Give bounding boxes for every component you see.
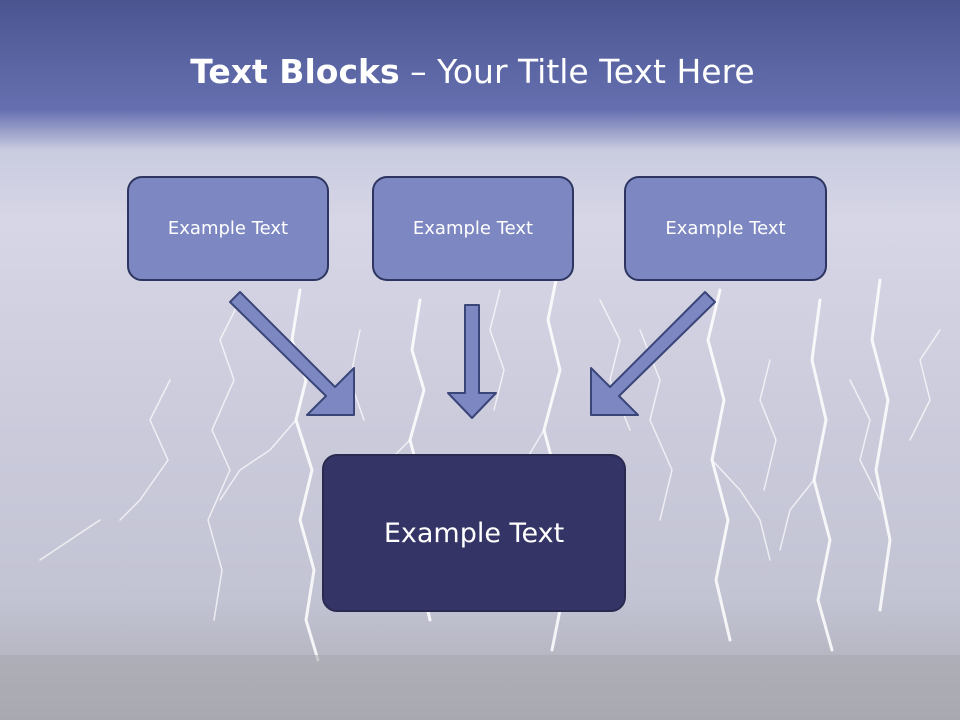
- text-block-center-label: Example Text: [412, 218, 534, 239]
- text-block-main[interactable]: Example Text: [322, 454, 626, 612]
- text-block-left[interactable]: Example Text: [127, 176, 329, 281]
- title-bold: Text Blocks: [190, 52, 400, 91]
- text-block-left-label: Example Text: [167, 218, 289, 239]
- text-block-main-label: Example Text: [383, 517, 565, 549]
- slide-title: Text Blocks – Your Title Text Here: [0, 52, 945, 91]
- title-rest: Your Title Text Here: [437, 52, 755, 91]
- text-block-right-label: Example Text: [665, 218, 786, 239]
- text-block-center[interactable]: Example Text: [372, 176, 574, 281]
- arrow-down-right-icon: [229, 291, 355, 416]
- text-block-right[interactable]: Example Text: [624, 176, 827, 281]
- arrow-down-icon: [447, 304, 497, 419]
- arrow-down-left-icon: [590, 291, 716, 416]
- title-dash: –: [399, 52, 438, 91]
